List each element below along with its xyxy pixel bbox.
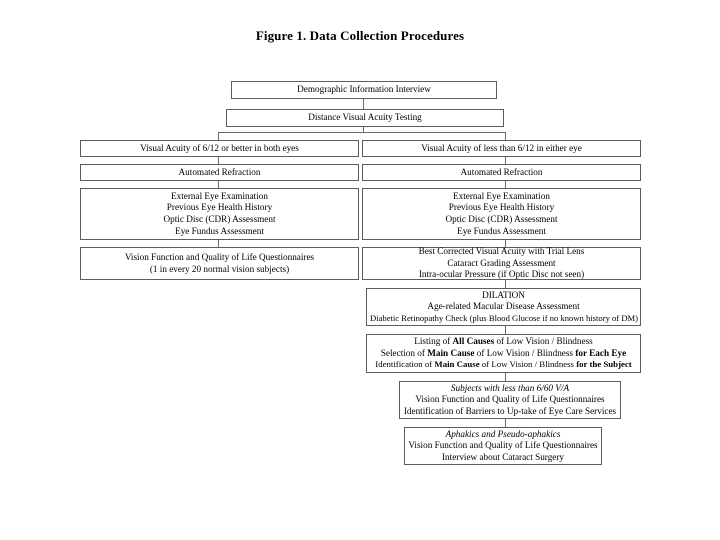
node-aphakics-pseudo-aphakics: Aphakics and Pseudo-aphakics Vision Func…	[404, 427, 602, 465]
connector-low-vision-to-aphakics	[505, 419, 507, 427]
node-line-main-cause-each-eye: Selection of Main Cause of Low Vision / …	[370, 348, 637, 360]
connector-left-refraction-to-exam	[218, 181, 220, 188]
text-run: Listing of	[414, 336, 453, 347]
connector-split-horizontal	[218, 132, 506, 134]
node-line: DILATION	[482, 289, 525, 300]
node-heading: Subjects with less than 6/60 V/A	[450, 382, 570, 393]
node-line: Vision Function and Quality of Life Ques…	[408, 440, 598, 451]
node-left-branch-visual-acuity-6-12-or-better: Visual Acuity of 6/12 or better in both …	[80, 140, 359, 157]
text-run: of Low Vision / Blindness	[494, 336, 593, 347]
connector-right-refraction-to-exam	[505, 181, 507, 188]
text-run: for the Subject	[576, 359, 632, 370]
node-line: Interview about Cataract Surgery	[441, 451, 565, 462]
node-line: (1 in every 20 normal vision subjects)	[149, 263, 290, 274]
node-line: Best Corrected Visual Acuity with Trial …	[418, 246, 585, 257]
node-line: Diabetic Retinopathy Check (plus Blood G…	[370, 312, 639, 323]
node-line-all-causes: Listing of All Causes of Low Vision / Bl…	[370, 336, 637, 348]
node-line: Distance Visual Acuity Testing	[308, 112, 422, 123]
node-left-automated-refraction: Automated Refraction	[80, 164, 359, 181]
node-demographic-information-interview: Demographic Information Interview	[231, 81, 497, 99]
node-line: Eye Fundus Assessment	[175, 225, 264, 236]
node-line: Demographic Information Interview	[297, 84, 431, 95]
connector-bcva-to-dilation	[505, 280, 507, 288]
text-run: Identification of	[375, 359, 435, 370]
connector-left-exam-to-questionnaire	[218, 240, 220, 247]
node-line: Age-related Macular Disease Assessment	[427, 301, 580, 312]
node-line: Eye Fundus Assessment	[457, 225, 546, 236]
node-line: Visual Acuity of less than 6/12 in eithe…	[421, 142, 582, 153]
node-right-eye-examination: External Eye Examination Previous Eye He…	[362, 188, 641, 240]
node-line: External Eye Examination	[453, 190, 550, 201]
figure-title: Figure 1. Data Collection Procedures	[255, 28, 465, 43]
connector-dilation-to-causes	[505, 326, 507, 334]
node-line: Cataract Grading Assessment	[447, 257, 556, 268]
text-run: of Low Vision / Blindness	[479, 359, 577, 370]
node-line: Previous Eye Health History	[166, 202, 273, 213]
node-dilation: DILATION Age-related Macular Disease Ass…	[366, 288, 641, 326]
node-line: Previous Eye Health History	[448, 202, 555, 213]
text-run: All Causes	[452, 336, 495, 347]
node-line: Visual Acuity of 6/12 or better in both …	[140, 142, 299, 153]
node-line: Vision Function and Quality of Life Ques…	[124, 251, 315, 262]
connector-causes-to-low-vision	[505, 373, 507, 381]
node-low-vision-subjects: Subjects with less than 6/60 V/A Vision …	[399, 381, 621, 419]
connector-split-left-drop	[218, 132, 220, 140]
text-run: Selection of	[380, 347, 428, 358]
node-line: Automated Refraction	[460, 166, 543, 177]
connector-right-branch-to-refraction	[505, 157, 507, 164]
text-run: Main Cause	[427, 347, 475, 358]
node-right-automated-refraction: Automated Refraction	[362, 164, 641, 181]
node-left-vision-function-questionnaires: Vision Function and Quality of Life Ques…	[80, 247, 359, 280]
connector-demographic-to-distance	[363, 99, 365, 109]
node-line: Optic Disc (CDR) Assessment	[445, 214, 558, 224]
node-distance-visual-acuity-testing: Distance Visual Acuity Testing	[226, 109, 504, 127]
node-line: External Eye Examination	[171, 190, 268, 201]
node-right-branch-visual-acuity-less-than-6-12: Visual Acuity of less than 6/12 in eithe…	[362, 140, 641, 157]
node-line-main-cause-subject: Identification of Main Cause of Low Visi…	[370, 359, 637, 371]
text-run: for Each Eye	[575, 347, 627, 358]
node-cause-listing: Listing of All Causes of Low Vision / Bl…	[366, 334, 641, 373]
node-line: Vision Function and Quality of Life Ques…	[415, 394, 605, 405]
node-left-eye-examination: External Eye Examination Previous Eye He…	[80, 188, 359, 240]
text-run: of Low Vision / Blindness	[474, 347, 576, 358]
connector-split-right-drop	[505, 132, 507, 140]
node-line: Identification of Barriers to Up-take of…	[403, 405, 617, 416]
node-heading: Aphakics and Pseudo-aphakics	[445, 428, 561, 439]
node-right-best-corrected-visual-acuity: Best Corrected Visual Acuity with Trial …	[362, 246, 641, 280]
node-line: Automated Refraction	[178, 166, 261, 177]
text-run: Main Cause	[434, 359, 480, 370]
connector-distance-stem	[363, 127, 365, 133]
connector-left-branch-to-refraction	[218, 157, 220, 164]
connector-right-exam-to-bcva	[505, 240, 507, 247]
node-line: Optic Disc (CDR) Assessment	[163, 214, 276, 224]
node-line: Intra-ocular Pressure (if Optic Disc not…	[418, 269, 585, 280]
